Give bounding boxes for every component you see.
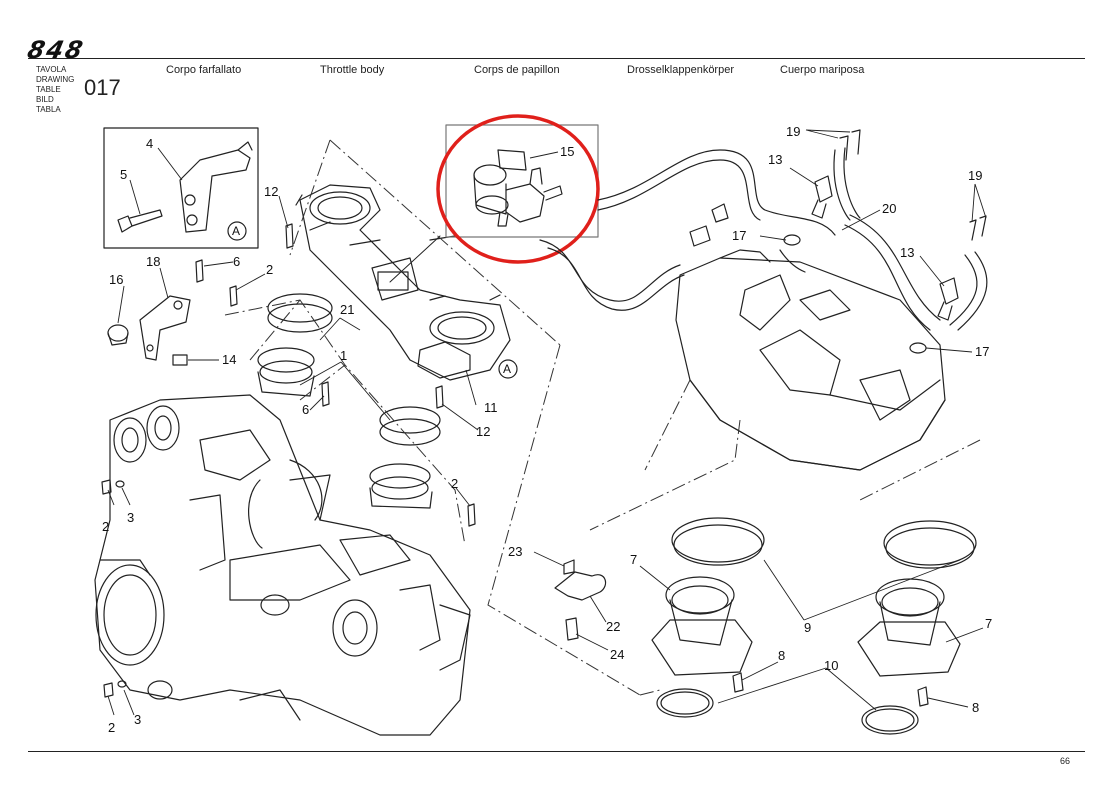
airbox-part-20 bbox=[675, 249, 946, 471]
callout-12-top: 12 bbox=[264, 184, 278, 199]
table-label-fr: TABLE bbox=[36, 85, 61, 94]
callout-6-mid: 6 bbox=[302, 402, 309, 417]
title-german: Drosselklappenkörper bbox=[627, 64, 734, 76]
callout-leader-lines bbox=[107, 129, 987, 716]
table-label-it: TAVOLA bbox=[36, 65, 67, 74]
detail-marker-a-top: A bbox=[232, 224, 240, 238]
callout-13-top: 13 bbox=[768, 152, 782, 167]
injector-part-13-lower bbox=[937, 277, 959, 321]
callout-4: 4 bbox=[146, 136, 153, 151]
footer-rule bbox=[28, 751, 1085, 752]
detail-marker-circle-main bbox=[498, 359, 518, 379]
callout-2-bottom: 2 bbox=[108, 720, 115, 735]
screw-part-24 bbox=[565, 617, 579, 641]
bolt-part-5 bbox=[117, 209, 163, 233]
callout-7-left: 7 bbox=[630, 552, 637, 567]
clamp-right bbox=[369, 406, 441, 509]
callout-10: 10 bbox=[824, 658, 838, 673]
callout-9: 9 bbox=[804, 620, 811, 635]
callout-11: 11 bbox=[484, 400, 498, 415]
callout-24: 24 bbox=[610, 647, 624, 662]
header-rule bbox=[28, 58, 1085, 59]
callout-19-top: 19 bbox=[786, 124, 800, 139]
detail-marker-circle-top bbox=[227, 221, 247, 241]
callout-22: 22 bbox=[606, 619, 620, 634]
title-french: Corps de papillon bbox=[474, 64, 560, 76]
bolt-part-8 bbox=[732, 672, 929, 707]
intake-funnel-part-7-left bbox=[651, 576, 753, 676]
injector-part-13-upper bbox=[811, 175, 833, 219]
clip-part-17-lower bbox=[909, 342, 927, 354]
callout-8-left: 8 bbox=[778, 648, 785, 663]
callout-2-left: 2 bbox=[102, 519, 109, 534]
throttle-body-assembly bbox=[295, 184, 511, 381]
bracket-part-4 bbox=[179, 141, 253, 233]
screws-part-19 bbox=[839, 129, 987, 241]
callout-20: 20 bbox=[882, 201, 896, 216]
plug-part-14 bbox=[172, 354, 188, 366]
idle-valve-part-15 bbox=[473, 149, 563, 227]
table-code: 017 bbox=[84, 75, 121, 100]
callout-7-right: 7 bbox=[985, 616, 992, 631]
callout-labels: 4 5 A 12 18 6 2 16 14 21 1 6 11 12 A 15 … bbox=[102, 124, 992, 735]
page-number: 66 bbox=[1060, 756, 1071, 766]
gasket-part-10-left bbox=[656, 688, 714, 718]
callout-12-mid: 12 bbox=[476, 424, 490, 439]
loose-screws bbox=[101, 223, 476, 698]
sensor-part-16 bbox=[107, 324, 129, 346]
callout-3-bottom: 3 bbox=[134, 712, 141, 727]
callout-17-right: 17 bbox=[975, 344, 989, 359]
bracket-part-18 bbox=[139, 295, 191, 361]
callout-18: 18 bbox=[146, 254, 160, 269]
inset-leader-line bbox=[389, 235, 441, 283]
callout-1: 1 bbox=[340, 348, 347, 363]
callout-16: 16 bbox=[109, 272, 123, 287]
hose-fitting-left bbox=[689, 225, 711, 247]
clamp-left bbox=[257, 293, 333, 397]
gasket-part-10-right bbox=[861, 705, 919, 735]
table-label-en: DRAWING bbox=[36, 75, 75, 84]
gasket-part-9-right bbox=[883, 520, 977, 569]
screw-part-23 bbox=[563, 559, 575, 575]
callout-15: 15 bbox=[560, 144, 574, 159]
table-label-de: BILD bbox=[36, 95, 54, 104]
fuel-hose-lines bbox=[539, 147, 988, 331]
callout-14: 14 bbox=[222, 352, 236, 367]
hose-fitting-right bbox=[711, 203, 729, 223]
callout-13-right: 13 bbox=[900, 245, 914, 260]
callout-5: 5 bbox=[120, 167, 127, 182]
inset-box-part-15 bbox=[445, 124, 599, 238]
detail-marker-a-main: A bbox=[503, 362, 511, 376]
title-italian: Corpo farfallato bbox=[166, 64, 242, 76]
callout-2-top: 2 bbox=[266, 262, 273, 277]
callout-3-left: 3 bbox=[127, 510, 134, 525]
callout-6-top: 6 bbox=[233, 254, 240, 269]
callout-8-right: 8 bbox=[972, 700, 979, 715]
callout-19-right: 19 bbox=[968, 168, 982, 183]
title-english: Throttle body bbox=[320, 64, 385, 76]
table-label-es: TABLA bbox=[36, 105, 61, 114]
detail-box-a bbox=[103, 127, 259, 249]
clip-part-17-upper bbox=[783, 234, 801, 246]
callout-17-top: 17 bbox=[732, 228, 746, 243]
highlight-circle bbox=[436, 114, 600, 264]
engine-block bbox=[94, 394, 471, 736]
callout-23: 23 bbox=[508, 544, 522, 559]
bracket-part-22 bbox=[554, 571, 607, 601]
callout-2-mid: 2 bbox=[451, 476, 458, 491]
gasket-part-9-left bbox=[671, 517, 765, 566]
title-spanish: Cuerpo mariposa bbox=[780, 64, 865, 76]
callout-21: 21 bbox=[340, 302, 354, 317]
assembly-guide-lines bbox=[224, 139, 981, 696]
